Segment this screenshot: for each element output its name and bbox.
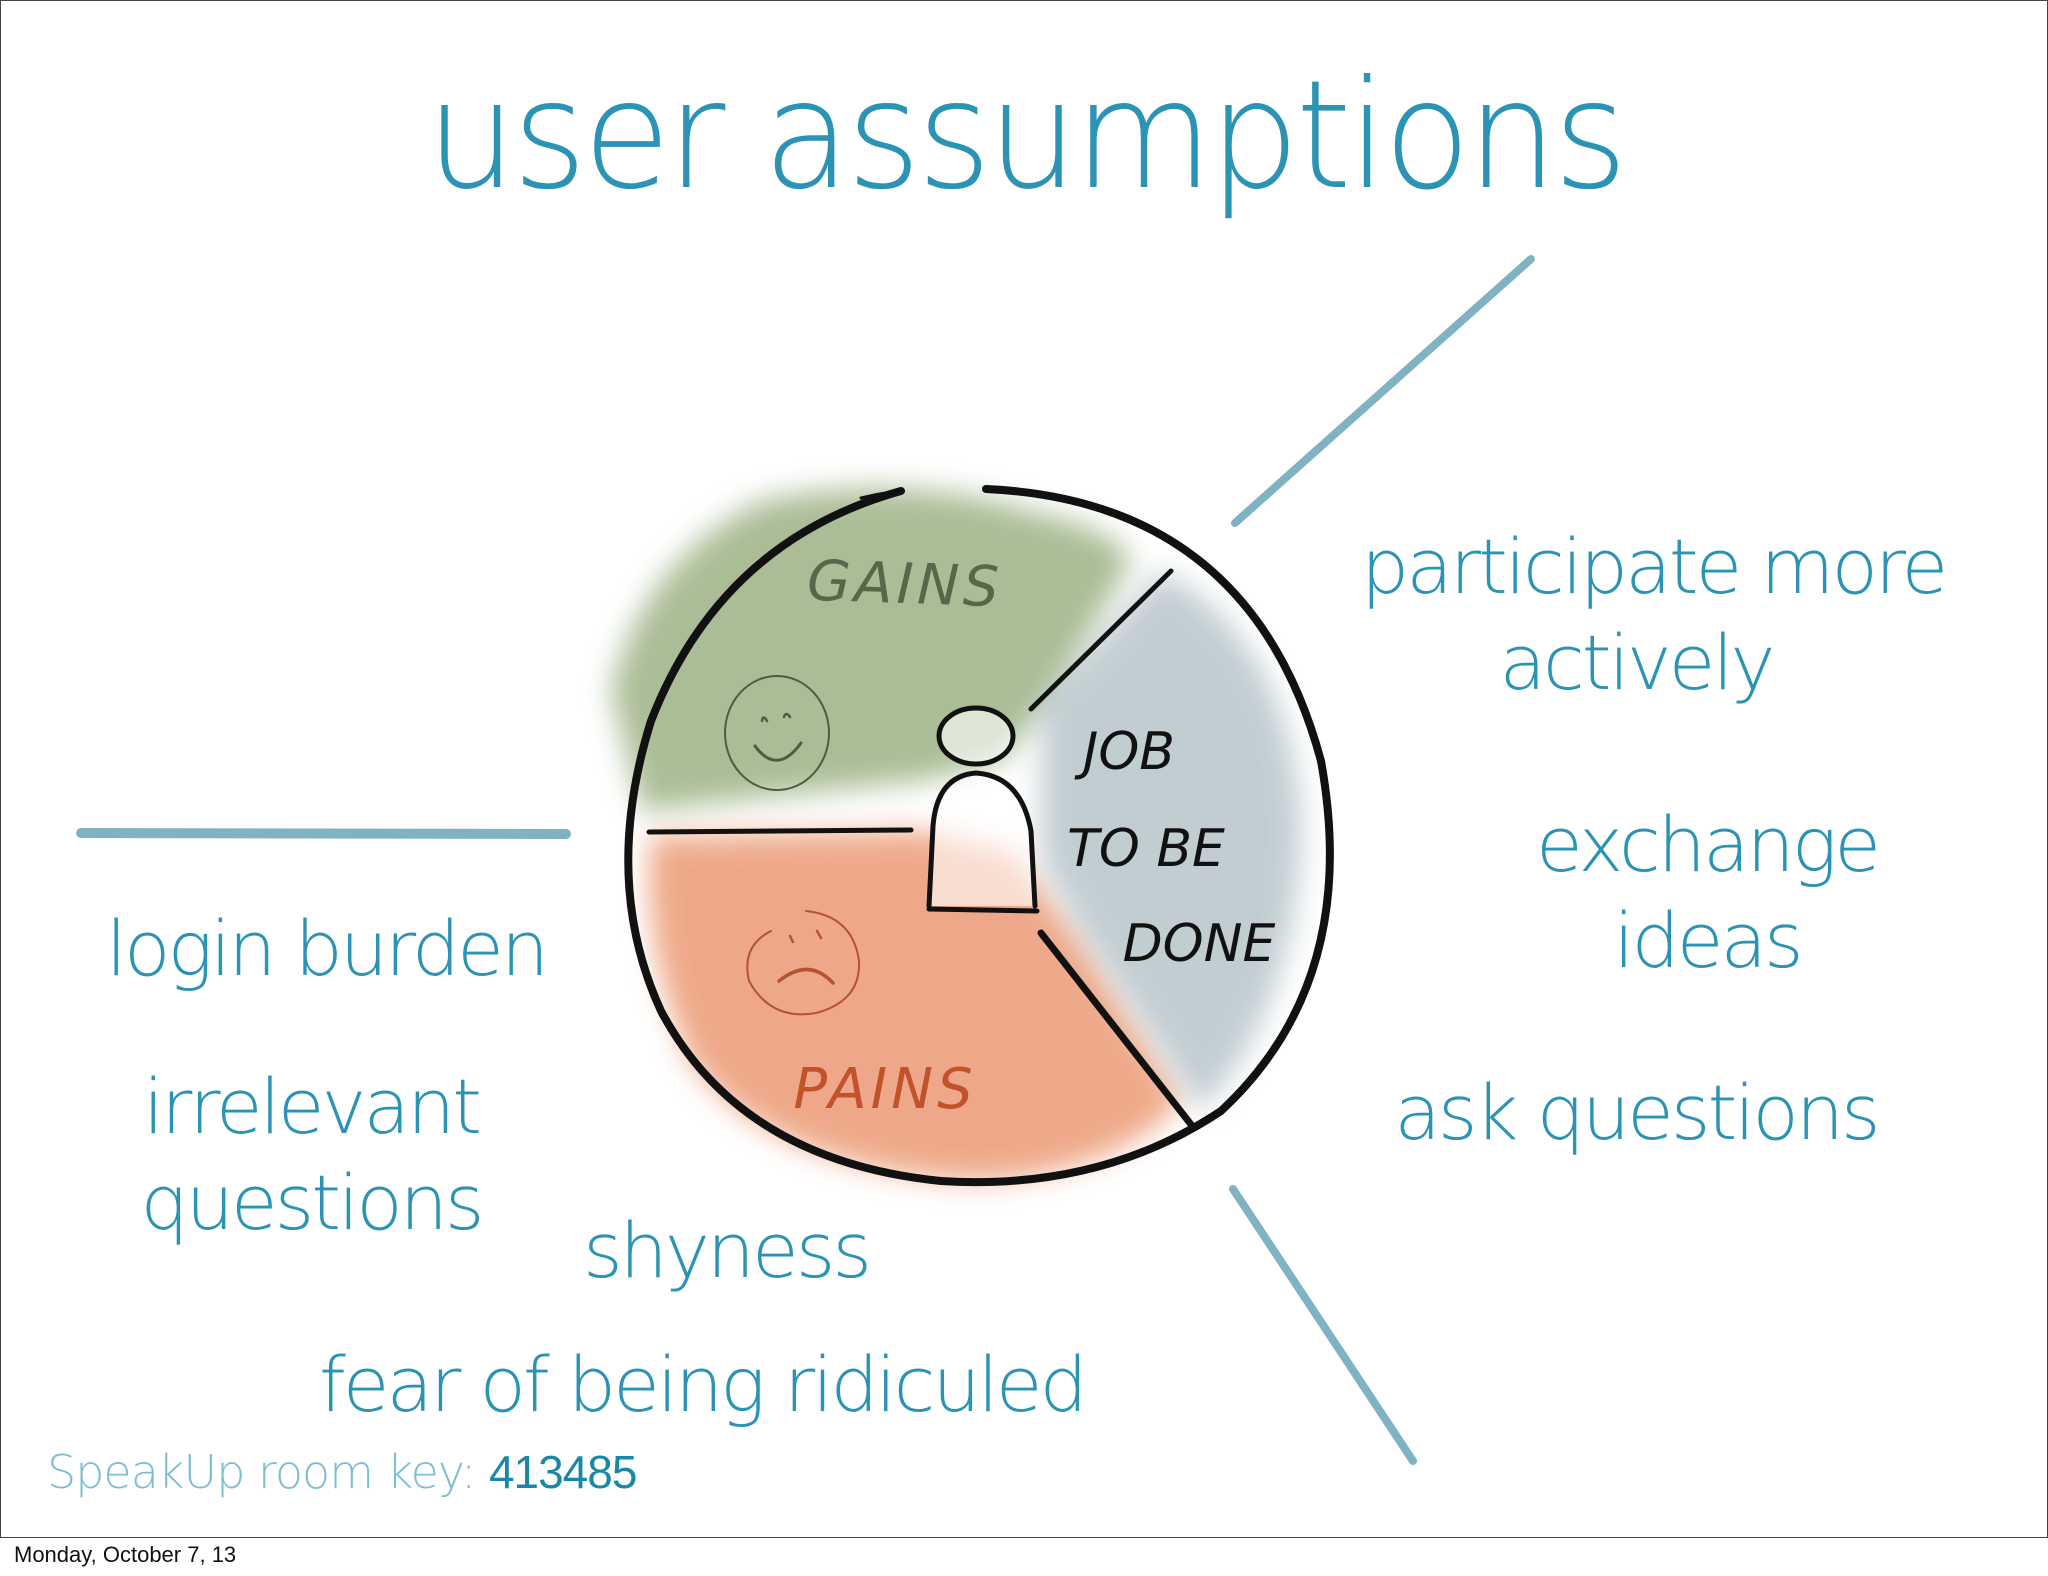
job-line-2: TO BE — [1067, 819, 1225, 879]
room-key-value: 413485 — [488, 1446, 637, 1498]
label-participate-line-1: participate more — [1361, 522, 1948, 611]
label-irrelevant-line-2: questions — [140, 1158, 485, 1247]
slide: user assumptions — [0, 0, 2048, 1538]
divider-job-pains — [1037, 929, 1197, 1131]
pains-region — [649, 831, 1181, 1181]
connector-lines — [76, 255, 1535, 1465]
sad-face-icon — [746, 910, 861, 1016]
label-exchange-line-1: exchange — [1535, 800, 1881, 889]
label-participate: participate more actively — [1361, 519, 1948, 711]
connector-gains-right — [1178, 263, 1237, 519]
label-ask-questions: ask questions — [1394, 1068, 1880, 1157]
diagram-circle-outline — [624, 485, 1334, 1187]
label-shyness: shyness — [583, 1206, 872, 1295]
gains-label: GAINS — [806, 549, 1004, 621]
label-exchange-line-2: ideas — [1613, 896, 1803, 985]
label-participate-line-2: actively — [1499, 618, 1775, 707]
label-fear: fear of being ridiculed — [319, 1340, 1088, 1429]
job-region — [1041, 571, 1301, 1111]
room-key: SpeakUp room key: 413485 — [47, 1445, 637, 1499]
label-irrelevant-questions: irrelevant questions — [121, 1059, 501, 1251]
smiley-face-icon — [724, 675, 830, 791]
divider-gains-job — [1028, 568, 1174, 712]
room-key-label: SpeakUp room key: — [47, 1445, 476, 1499]
connector-right-top — [1233, 264, 1237, 521]
divider-gains-pains — [646, 827, 914, 835]
job-line-1: JOB — [1074, 722, 1175, 782]
slide-title: user assumptions — [426, 49, 1628, 223]
footer-date: Monday, October 7, 13 — [14, 1542, 237, 1567]
label-login-burden: login burden — [105, 904, 549, 993]
label-irrelevant-line-1: irrelevant — [142, 1062, 482, 1151]
value-proposition-diagram: GAINS PAINS JOB TO BE DONE — [76, 255, 1535, 1465]
job-line-3: DONE — [1123, 914, 1276, 974]
pains-label: PAINS — [793, 1057, 976, 1122]
label-exchange: exchange ideas — [1477, 797, 1937, 989]
person-icon — [926, 705, 1040, 914]
